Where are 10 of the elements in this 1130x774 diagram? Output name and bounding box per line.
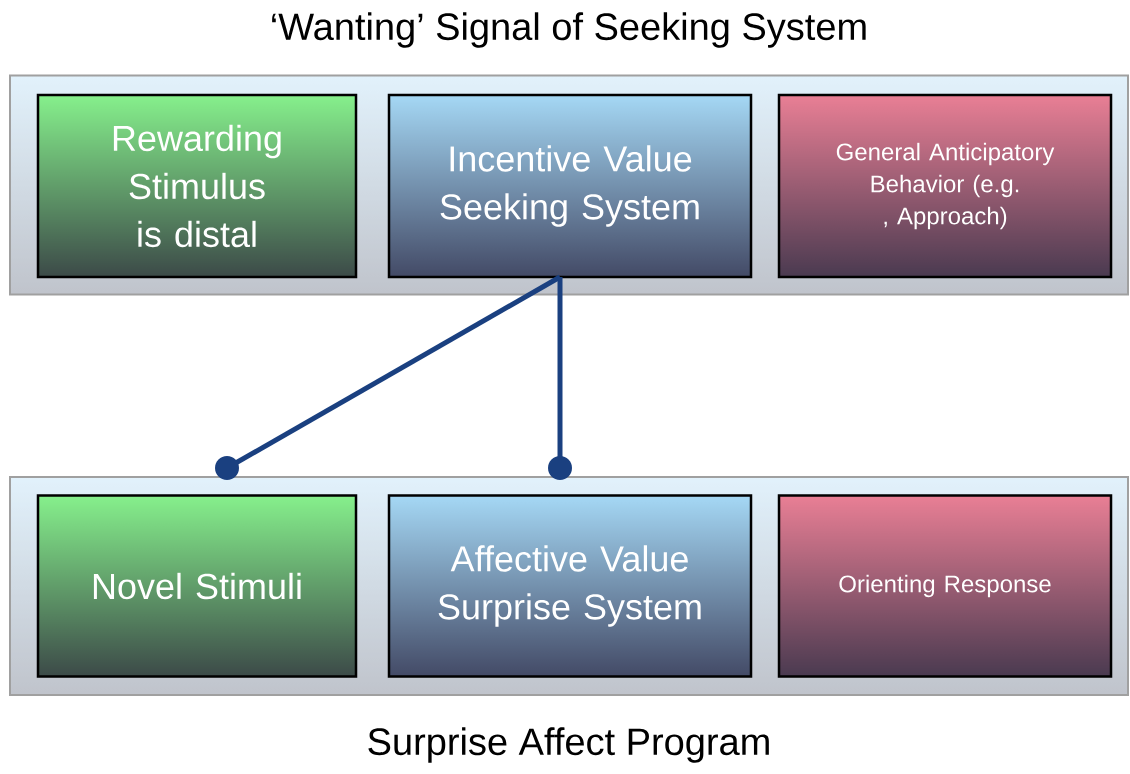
text-box: Orienting Response bbox=[777, 494, 1113, 678]
text-box: General Anticipatory Behavior (e.g. , Approach) bbox=[777, 93, 1113, 279]
text-box: Rewarding Stimulus is distal bbox=[36, 93, 358, 279]
text-box: Incentive Value Seeking System bbox=[387, 93, 753, 279]
heading: ‘Wanting’ Signal of Seeking System bbox=[272, 12, 866, 48]
connector bbox=[548, 277, 572, 480]
heading: Surprise Affect Program bbox=[368, 727, 769, 763]
text-box: Affective Value Surprise System bbox=[387, 494, 753, 678]
text-box: Novel Stimuli bbox=[36, 494, 358, 678]
connector bbox=[215, 274, 562, 480]
